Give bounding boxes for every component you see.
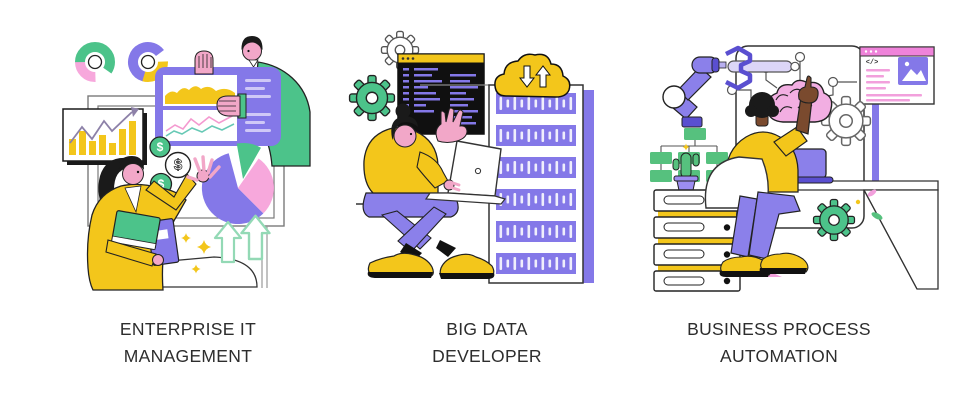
caption-line: MANAGEMENT (123, 346, 253, 366)
desk (785, 180, 939, 290)
gear-icon (812, 198, 856, 242)
raised-hand (435, 107, 468, 143)
automation-illustration: </> (650, 45, 939, 292)
dashboard-text-lines (245, 79, 271, 132)
panel-business-process-automation: </> (640, 0, 960, 411)
analytics-dashboard-card (155, 67, 281, 146)
dollar-symbol: $ (157, 140, 164, 154)
upload-arrow-icon (534, 65, 552, 88)
code-tag-icon: </> (866, 59, 879, 67)
businesswoman-with-documents (86, 155, 221, 291)
caption-line: DEVELOPER (432, 346, 542, 366)
server-rack-tower (420, 84, 594, 284)
browser-window: </> (859, 46, 935, 105)
cloud-sync-icon (494, 53, 571, 98)
download-arrow-icon (518, 65, 536, 88)
big-data-illustration (348, 30, 594, 284)
enterprise-it-illustration: $ $ $ (62, 36, 311, 291)
caption-line: BUSINESS PROCESS (687, 319, 871, 339)
documents (105, 210, 180, 267)
cactus-plant (672, 143, 700, 196)
donut-chart-purple-yellow (128, 42, 168, 82)
browser-text-lines (866, 69, 922, 102)
dollar-symbol: $ (174, 157, 183, 174)
caption-business-process-automation: BUSINESS PROCESS AUTOMATION (640, 316, 960, 370)
caption-big-data-developer: BIG DATA DEVELOPER (320, 316, 640, 370)
caption-line: AUTOMATION (719, 346, 839, 366)
gear-icon (348, 74, 396, 122)
worker-legs (719, 191, 809, 277)
donut-chart-green-pink (75, 42, 115, 82)
panel-enterprise-it-management: $ $ $ (0, 0, 320, 411)
robotic-arm (662, 45, 800, 128)
open-hand (186, 155, 221, 183)
pointing-hand (798, 75, 819, 104)
presenter-hands (194, 50, 247, 119)
leaf-decorations (855, 189, 883, 220)
dollar-symbol: $ (158, 177, 165, 191)
server-bars (496, 93, 576, 274)
gripper-claw (724, 45, 753, 91)
bars (69, 121, 136, 155)
panel-big-data-developer: BIG DATA DEVELOPER (320, 0, 640, 411)
caption-line: ENTERPRISE IT (119, 319, 257, 339)
laptop (424, 140, 507, 205)
developer-woman-with-laptop (362, 103, 507, 279)
caption-line: BIG DATA (446, 319, 528, 339)
caption-enterprise-it-management: ENTERPRISE IT MANAGEMENT (0, 316, 320, 370)
browser-stand (872, 104, 879, 182)
image-placeholder-icon (898, 57, 928, 85)
held-bar (727, 60, 793, 73)
